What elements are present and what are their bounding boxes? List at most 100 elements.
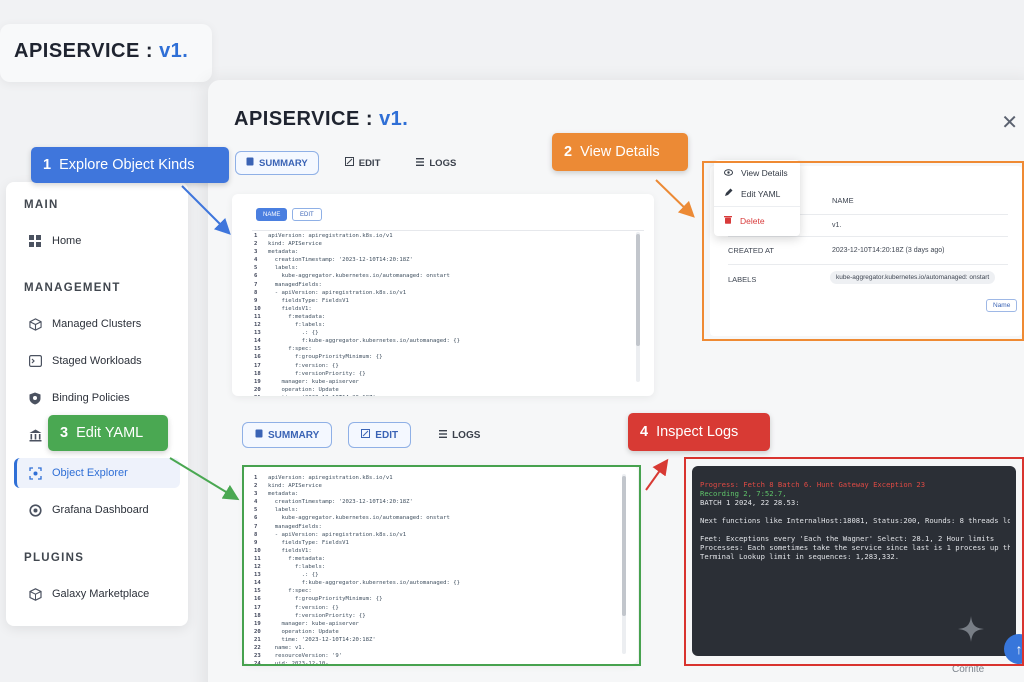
code-text: fieldsV1: bbox=[268, 547, 312, 554]
code-line: 5 labels: bbox=[254, 264, 634, 272]
line-number: 12 bbox=[254, 564, 261, 571]
tab-bar-bottom: SUMMARY EDIT LOGS bbox=[242, 422, 492, 448]
code-line: 11 f:metadata: bbox=[254, 313, 634, 321]
scrollbar-thumb[interactable] bbox=[636, 234, 640, 346]
sidebar-item-home[interactable]: Home bbox=[14, 226, 180, 256]
code-text: apiVersion: apiregistration.k8s.io/v1 bbox=[268, 475, 393, 481]
code-text: f:versionPriority: {} bbox=[268, 612, 366, 619]
line-number: 7 bbox=[254, 281, 258, 288]
created-value: 2023-12-10T14:20:18Z (3 days ago) bbox=[832, 247, 945, 254]
line-number: 1 bbox=[254, 233, 258, 239]
context-menu: View Details Edit YAML Delete bbox=[714, 160, 800, 236]
tab-summary[interactable]: SUMMARY bbox=[235, 151, 319, 175]
sidebar-section-plugins: PLUGINS bbox=[24, 552, 85, 564]
code-line: 24 uid: 2023-12-10-... bbox=[254, 660, 614, 664]
trash-icon bbox=[724, 215, 732, 226]
edit-chip[interactable]: EDIT bbox=[292, 208, 322, 221]
code-text: f:version: {} bbox=[268, 362, 339, 369]
menu-item-view-details[interactable]: View Details bbox=[724, 168, 788, 178]
code-line: 17 f:version: {} bbox=[254, 604, 614, 612]
code-text: time: '2023-12-10T14:20:18Z' bbox=[268, 636, 376, 643]
name-value: v1. bbox=[832, 222, 842, 229]
line-number: 14 bbox=[254, 580, 261, 587]
pencil-icon bbox=[361, 429, 371, 441]
sidebar-item-galaxy-marketplace[interactable]: Galaxy Marketplace bbox=[14, 579, 180, 609]
code-line: 22 name: v1. bbox=[254, 644, 614, 652]
line-number: 4 bbox=[254, 499, 258, 506]
code-text: manager: kube-apiserver bbox=[268, 620, 359, 627]
watermark: Cornite bbox=[952, 664, 985, 675]
code-text: kind: APIService bbox=[268, 483, 322, 490]
logs-terminal[interactable]: Progress: Fetch 8 Batch 6. Hunt Gateway … bbox=[692, 466, 1016, 656]
code-line: 18 f:versionPriority: {} bbox=[254, 612, 614, 620]
code-text: f:versionPriority: {} bbox=[268, 370, 366, 377]
code-line: 4 creationTimestamp: '2023-12-10T14:20:1… bbox=[254, 256, 634, 264]
code-line: 7 managedFields: bbox=[254, 281, 634, 289]
list-icon bbox=[416, 157, 425, 169]
code-text: - apiVersion: apiregistration.k8s.io/v1 bbox=[268, 531, 407, 538]
code-line: 8 - apiVersion: apiregistration.k8s.io/v… bbox=[254, 289, 634, 297]
code-text: creationTimestamp: '2023-12-10T14:20:18Z… bbox=[268, 257, 413, 264]
code-text: f:groupPriorityMinimum: {} bbox=[268, 596, 383, 603]
code-line: 6 kube-aggregator.kubernetes.io/automana… bbox=[254, 514, 614, 522]
line-number: 2 bbox=[254, 241, 258, 248]
code-line: 23 resourceVersion: '9' bbox=[254, 652, 614, 660]
code-line: 16 f:groupPriorityMinimum: {} bbox=[254, 353, 634, 361]
scroll-top-button[interactable]: ↑ bbox=[1004, 634, 1024, 664]
sidebar-item-grafana-dashboard[interactable]: Grafana Dashboard bbox=[14, 495, 180, 525]
code-text: .: {} bbox=[268, 572, 319, 579]
sidebar-item-staged-workloads[interactable]: Staged Workloads bbox=[14, 346, 180, 376]
code-line: 7 managedFields: bbox=[254, 523, 614, 531]
menu-item-edit-yaml[interactable]: Edit YAML bbox=[724, 188, 780, 199]
code-line: 5 labels: bbox=[254, 506, 614, 514]
scrollbar-thumb[interactable] bbox=[622, 476, 626, 616]
sidebar-item-label: Object Explorer bbox=[52, 467, 128, 479]
line-number: 11 bbox=[254, 555, 261, 562]
line-number: 24 bbox=[254, 660, 268, 664]
sidebar-item-label: Galaxy Marketplace bbox=[52, 588, 150, 600]
tab-summary-bottom[interactable]: SUMMARY bbox=[242, 422, 333, 448]
line-number: 10 bbox=[254, 547, 261, 554]
name-button[interactable]: Name bbox=[986, 299, 1018, 312]
code-text: f:spec: bbox=[268, 588, 312, 595]
tab-bar-top: SUMMARY EDIT LOGS bbox=[235, 151, 466, 175]
code-line: 19 manager: kube-apiserver bbox=[254, 378, 634, 386]
sidebar-item-object-explorer[interactable]: Object Explorer bbox=[14, 458, 180, 488]
code-line: 13 .: {} bbox=[254, 571, 614, 579]
log-line: BATCH 1 2024, 22 28.53: bbox=[700, 498, 800, 507]
tab-edit-bottom[interactable]: EDIT bbox=[348, 422, 412, 448]
line-number: 21 bbox=[254, 394, 268, 396]
tab-logs[interactable]: LOGS bbox=[406, 151, 466, 175]
line-number: 13 bbox=[254, 572, 261, 579]
tab-edit[interactable]: EDIT bbox=[335, 151, 391, 175]
tab-logs-bottom[interactable]: LOGS bbox=[427, 422, 492, 448]
code-line: 16 f:groupPriorityMinimum: {} bbox=[254, 595, 614, 603]
code-text: kube-aggregator.kubernetes.io/automanage… bbox=[268, 273, 450, 280]
code-line: 15 f:spec: bbox=[254, 345, 634, 353]
page-title: APISERVICE : v1. bbox=[14, 40, 189, 62]
name-chip[interactable]: NAME bbox=[256, 208, 288, 221]
sidebar-item-binding-policies[interactable]: Binding Policies bbox=[14, 383, 180, 413]
menu-item-delete[interactable]: Delete bbox=[724, 215, 765, 226]
explorer-icon bbox=[28, 466, 42, 480]
code-text: operation: Update bbox=[268, 628, 339, 635]
code-text: f:kube-aggregator.kubernetes.io/automana… bbox=[268, 338, 460, 345]
code-line: 9 fieldsType: FieldsV1 bbox=[254, 539, 614, 547]
line-number: 11 bbox=[254, 313, 261, 320]
code-text: f:groupPriorityMinimum: {} bbox=[268, 354, 383, 361]
code-line: 10 fieldsV1: bbox=[254, 547, 614, 555]
sidebar-item-managed-clusters[interactable]: Managed Clusters bbox=[14, 309, 180, 339]
close-icon[interactable]: ✕ bbox=[1001, 112, 1018, 134]
line-number: 8 bbox=[254, 289, 258, 296]
eye-icon bbox=[724, 168, 733, 178]
grafana-icon bbox=[28, 503, 42, 517]
sidebar-item-hidden[interactable] bbox=[14, 420, 180, 450]
